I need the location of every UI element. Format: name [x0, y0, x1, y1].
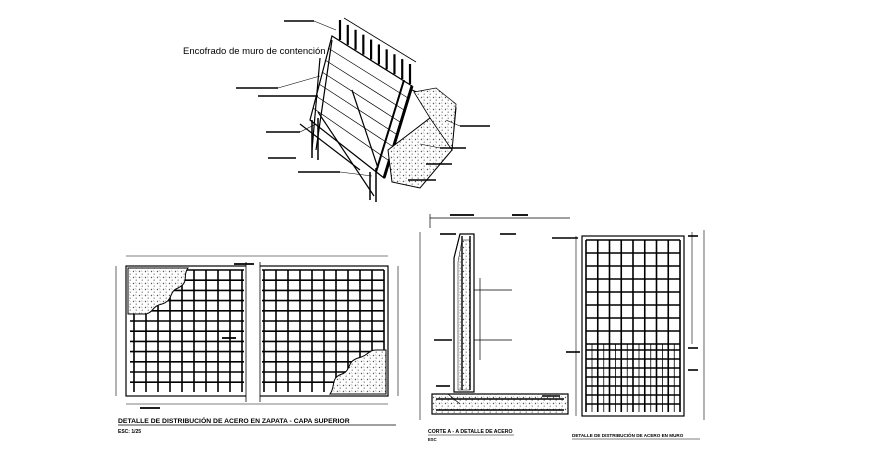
footing-section [431, 393, 569, 415]
section-title: CORTE A - A DETALLE DE ACERO [428, 429, 513, 435]
formwork-caption: Encofrado de muro de contención [183, 46, 326, 57]
leader-line [313, 20, 337, 31]
leader-line [419, 143, 441, 149]
leader-line [277, 75, 321, 89]
leader-line [445, 119, 461, 127]
elevation-title: DETALLE DE DISTRIBUCIÓN DE ACERO EN MURO [572, 431, 684, 438]
leader-line [339, 171, 373, 177]
isometric-leaders [236, 20, 490, 181]
formwork-isometric-view: Encofrado de muro de contención [183, 17, 490, 202]
concrete-patch-top-left [127, 267, 189, 315]
section-scale: ESC [428, 437, 437, 442]
footing-plan-view: DETALLE DE DISTRIBUCIÓN DE ACERO EN ZAPA… [115, 255, 399, 435]
concrete-patch-bottom-right [329, 349, 387, 395]
soil-wedge [413, 87, 457, 152]
wall-rebar-grid [585, 239, 681, 412]
wall-elevation-view: DETALLE DE DISTRIBUCIÓN DE ACERO EN MURO [552, 230, 705, 440]
footing-plan-title: DETALLE DE DISTRIBUCIÓN DE ACERO EN ZAPA… [118, 416, 350, 425]
footing-plan-scale: ESC: 1/25 [118, 429, 141, 435]
leader-line [299, 123, 317, 133]
wall-elevation-outline [581, 235, 685, 417]
wall-stem-fill [457, 239, 471, 391]
wall-section-view: CORTE A - A DETALLE DE ACERO ESC [419, 214, 570, 442]
vertical-studs [338, 20, 412, 84]
formwork-boards [312, 47, 409, 161]
